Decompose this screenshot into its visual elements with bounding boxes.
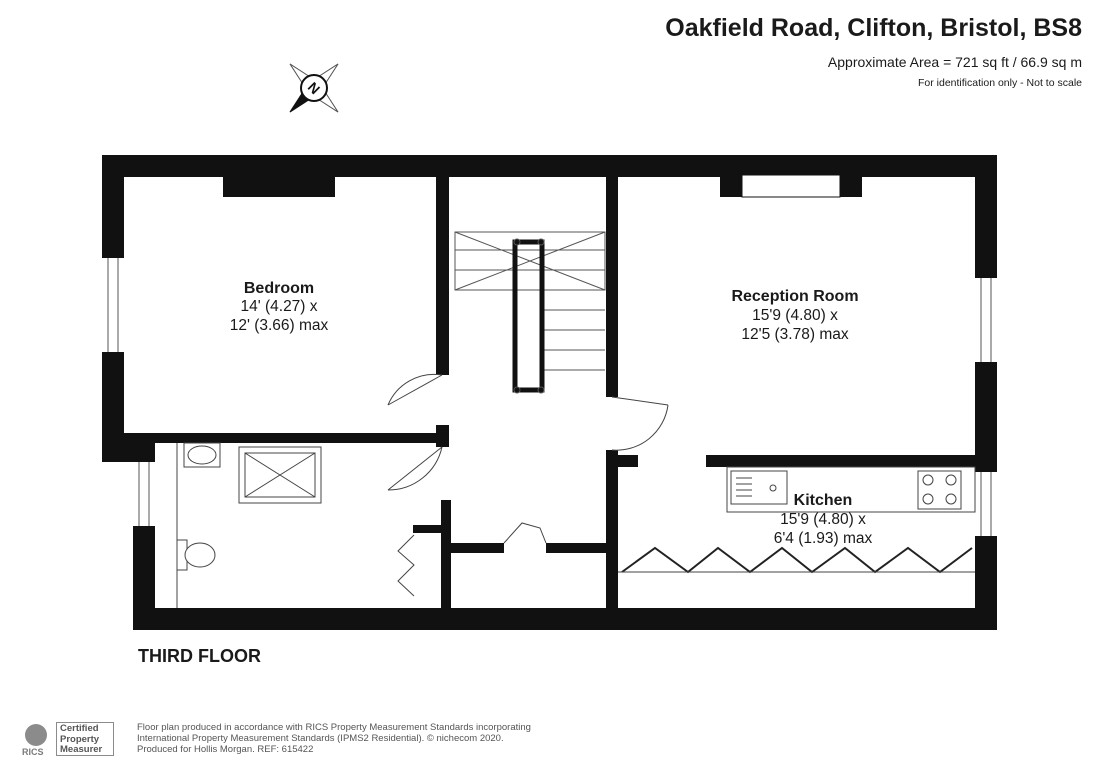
floor-label: THIRD FLOOR: [138, 646, 261, 666]
rics-emblem-icon: [25, 724, 47, 746]
bedroom-dim2: 12' (3.66) max: [230, 317, 329, 334]
rics-emblem: RICS: [22, 722, 52, 758]
cert-line-3: Measurer: [60, 744, 103, 755]
interior-walls: [124, 175, 976, 610]
approximate-area: Approximate Area = 721 sq ft / 66.9 sq m: [827, 54, 1082, 70]
compass-icon: [289, 63, 339, 113]
windows: [102, 258, 997, 536]
kitchen-dim1: 15'9 (4.80) x: [780, 511, 866, 528]
reception-dim1: 15'9 (4.80) x: [752, 307, 838, 324]
bedroom-name: Bedroom: [244, 280, 314, 297]
scale-disclaimer: For identification only - Not to scale: [918, 77, 1082, 89]
certified-measurer-badge: Certified Property Measurer: [56, 722, 114, 756]
bifold-doors: [618, 546, 975, 574]
reception-name: Reception Room: [731, 288, 858, 305]
footer-line-2: International Property Measurement Stand…: [137, 733, 504, 744]
property-address-title: Oakfield Road, Clifton, Bristol, BS8: [665, 14, 1082, 42]
cert-line-2: Property: [60, 733, 100, 745]
footer-disclaimer: Floor plan produced in accordance with R…: [137, 722, 557, 755]
cert-line-1: Certified: [60, 723, 99, 734]
bedroom-dim1: 14' (4.27) x: [240, 298, 317, 315]
rics-logo: RICS Certified Property Measurer: [22, 722, 114, 758]
footer-line-3: Produced for Hollis Morgan. REF: 615422: [137, 744, 314, 755]
doors: [387, 373, 669, 597]
kitchen-name: Kitchen: [794, 492, 853, 509]
staircase: [454, 231, 606, 394]
footer-line-1: Floor plan produced in accordance with R…: [137, 722, 531, 733]
kitchen-counter: [726, 466, 976, 513]
chimney-breasts: [223, 174, 862, 198]
reception-dim2: 12'5 (3.78) max: [741, 326, 848, 343]
exterior-walls: [102, 155, 997, 630]
bathroom-fittings: [176, 442, 322, 608]
rics-brand: RICS: [22, 747, 44, 757]
room-labels: Bedroom 14' (4.27) x 12' (3.66) max Rece…: [230, 280, 873, 547]
kitchen-dim2: 6'4 (1.93) max: [774, 530, 873, 547]
